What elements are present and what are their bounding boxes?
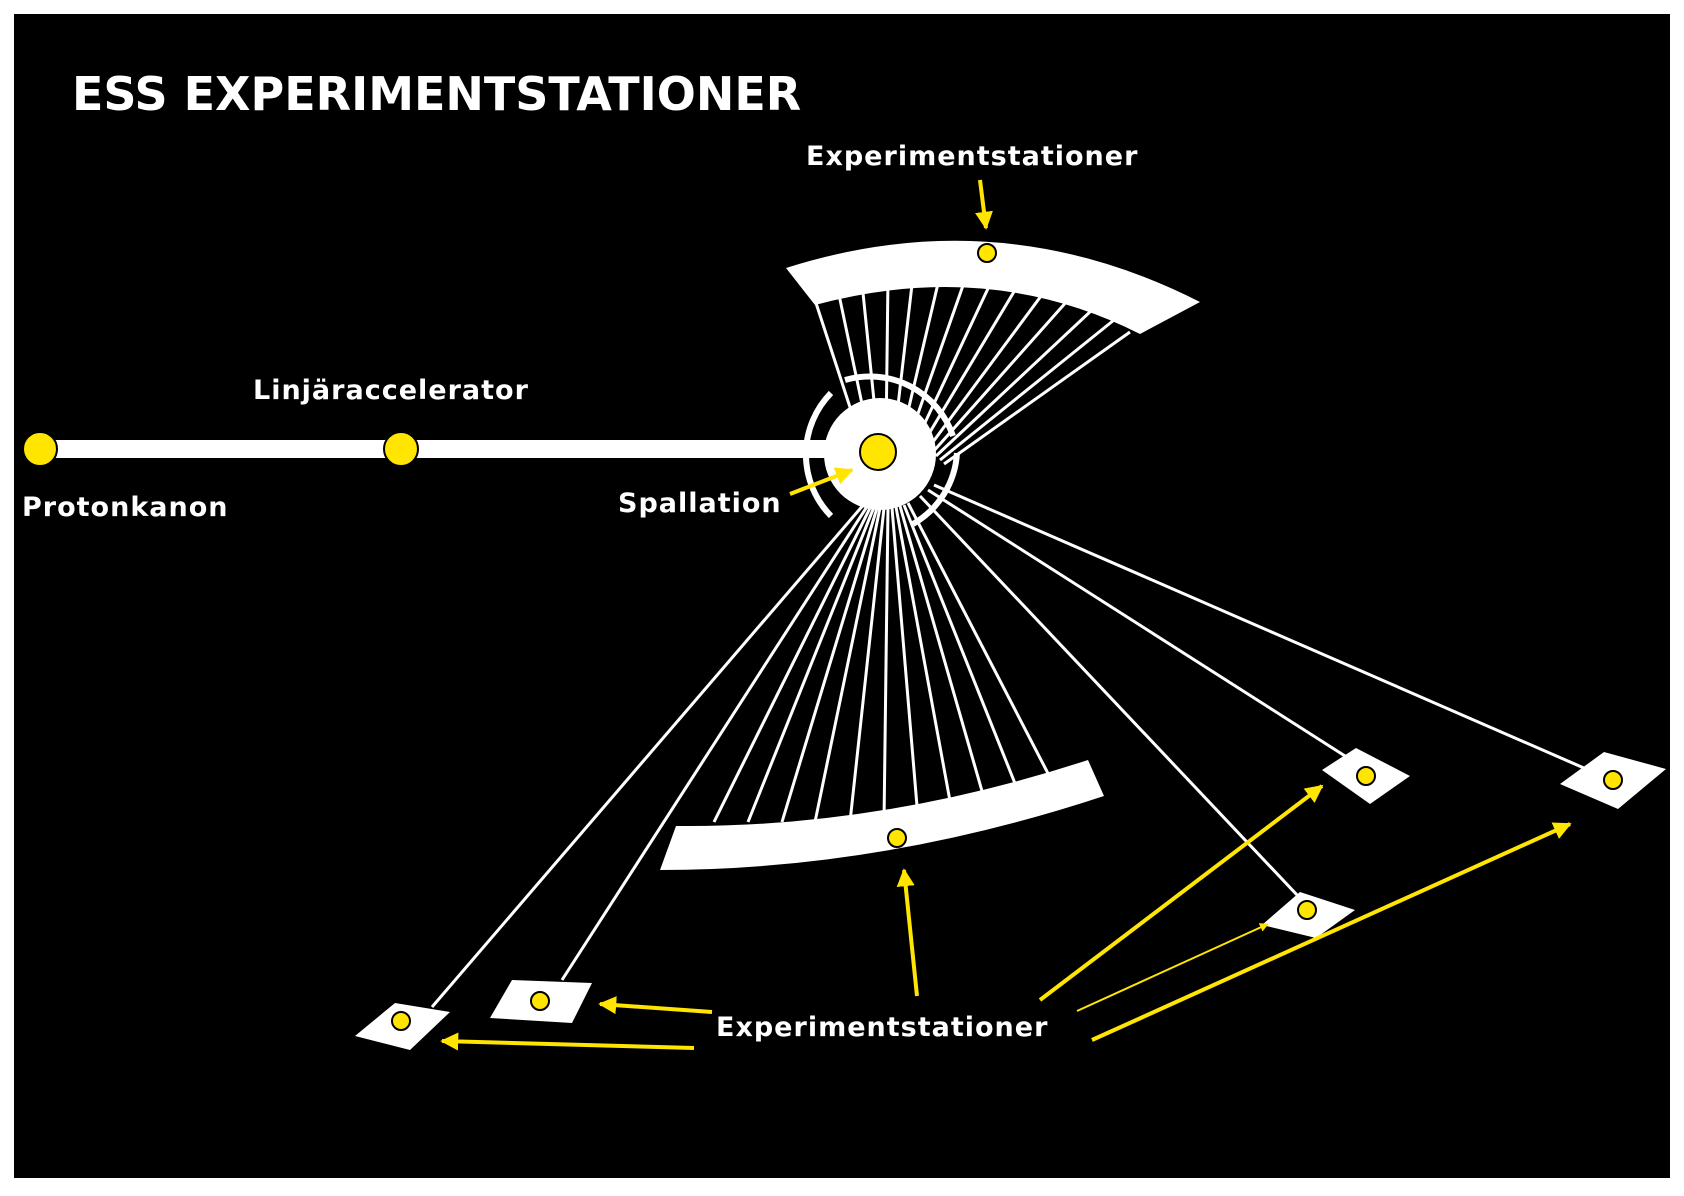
pointer-arrows <box>440 179 1572 1051</box>
arrow-station-left <box>598 996 713 1015</box>
bottom-beamline <box>898 505 988 806</box>
label-experiment-stations-bottom: Experimentstationer <box>716 1012 1048 1043</box>
bottom-beamline <box>848 507 886 823</box>
station-right-lower <box>1262 892 1355 938</box>
bottom-beamlines <box>430 483 1601 1008</box>
linac-marker <box>383 431 419 467</box>
station-far-right <box>1560 752 1666 809</box>
station-marker <box>1603 770 1623 790</box>
shielding-arc-left <box>802 390 834 519</box>
bottom-beamline <box>780 507 879 823</box>
bottom-beamline <box>882 507 890 823</box>
bottom-experiment-hall <box>660 760 1104 870</box>
station-marker <box>530 991 550 1011</box>
diagram-title: ESS EXPERIMENTSTATIONER <box>72 67 801 121</box>
arrow-station-far-left <box>440 1032 695 1051</box>
proton-source-marker <box>22 431 58 467</box>
bottom-station-marker <box>887 828 907 848</box>
station-right-upper <box>1322 748 1410 804</box>
shielding-arc-top <box>844 373 956 437</box>
label-spallation: Spallation <box>618 488 782 519</box>
linac-beam <box>40 440 860 458</box>
station-marker <box>391 1011 411 1031</box>
bottom-beamline <box>746 506 876 823</box>
bottom-beamline <box>813 507 882 823</box>
top-station-marker <box>977 243 997 263</box>
arrow-bottom-hall <box>896 868 919 997</box>
bottom-beamline <box>918 494 1300 898</box>
bottom-beamline <box>906 502 1056 786</box>
label-linac: Linjäraccelerator <box>253 375 529 406</box>
bottom-beamline <box>712 505 873 823</box>
arrow-top-hall <box>975 179 993 230</box>
background-panel <box>14 14 1670 1178</box>
spallation-marker <box>859 433 897 471</box>
top-beamline <box>919 284 1020 448</box>
bottom-beamline <box>927 488 1357 765</box>
arrow-spallation <box>789 467 854 496</box>
station-left <box>490 980 592 1023</box>
bottom-beamline <box>933 483 1601 777</box>
arrow-station-far-right <box>1091 822 1572 1042</box>
top-beamline <box>943 330 1131 466</box>
label-experiment-stations-top: Experimentstationer <box>806 141 1138 172</box>
station-marker <box>1356 766 1376 786</box>
bottom-beamline <box>430 502 867 1008</box>
arrow-station-right-upper <box>1038 784 1324 1002</box>
bottom-beamline <box>902 504 1022 797</box>
station-far-left <box>355 1003 450 1050</box>
shielding-arc-bottom-right <box>911 452 960 527</box>
top-beamline <box>913 279 994 445</box>
bottom-beamline <box>560 504 870 981</box>
top-beamline <box>934 308 1094 458</box>
experiment-stations <box>355 748 1666 1050</box>
top-beamline <box>939 318 1115 462</box>
top-beamline <box>930 299 1070 454</box>
arrow-station-right-lower <box>1076 923 1269 1012</box>
top-experiment-hall <box>786 240 1200 334</box>
station-marker <box>1297 900 1317 920</box>
bottom-beamline <box>890 507 920 819</box>
target-shielding <box>802 373 960 527</box>
label-proton-source: Protonkanon <box>22 492 229 523</box>
bottom-beamline <box>894 506 954 813</box>
